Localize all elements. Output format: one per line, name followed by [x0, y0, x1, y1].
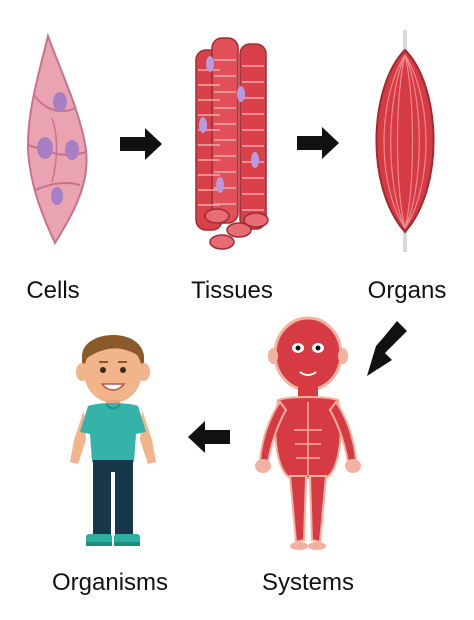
organs-label: Organs — [367, 277, 447, 304]
arrow-left-icon — [188, 421, 230, 453]
arrow-right-icon — [120, 128, 162, 160]
systems-label: Systems — [261, 569, 355, 596]
muscle-organ-illustration — [375, 30, 435, 252]
arrow-down-left-icon — [367, 321, 407, 376]
muscle-tissue-illustration — [195, 37, 269, 250]
arrow-right-icon — [297, 127, 339, 159]
muscular-system-illustration — [255, 316, 361, 550]
cells-label: Cells — [26, 277, 80, 304]
human-boy-illustration — [70, 334, 156, 546]
organisms-label: Organisms — [51, 569, 169, 596]
cells-illustration — [26, 32, 88, 246]
tissues-label: Tissues — [191, 277, 273, 304]
